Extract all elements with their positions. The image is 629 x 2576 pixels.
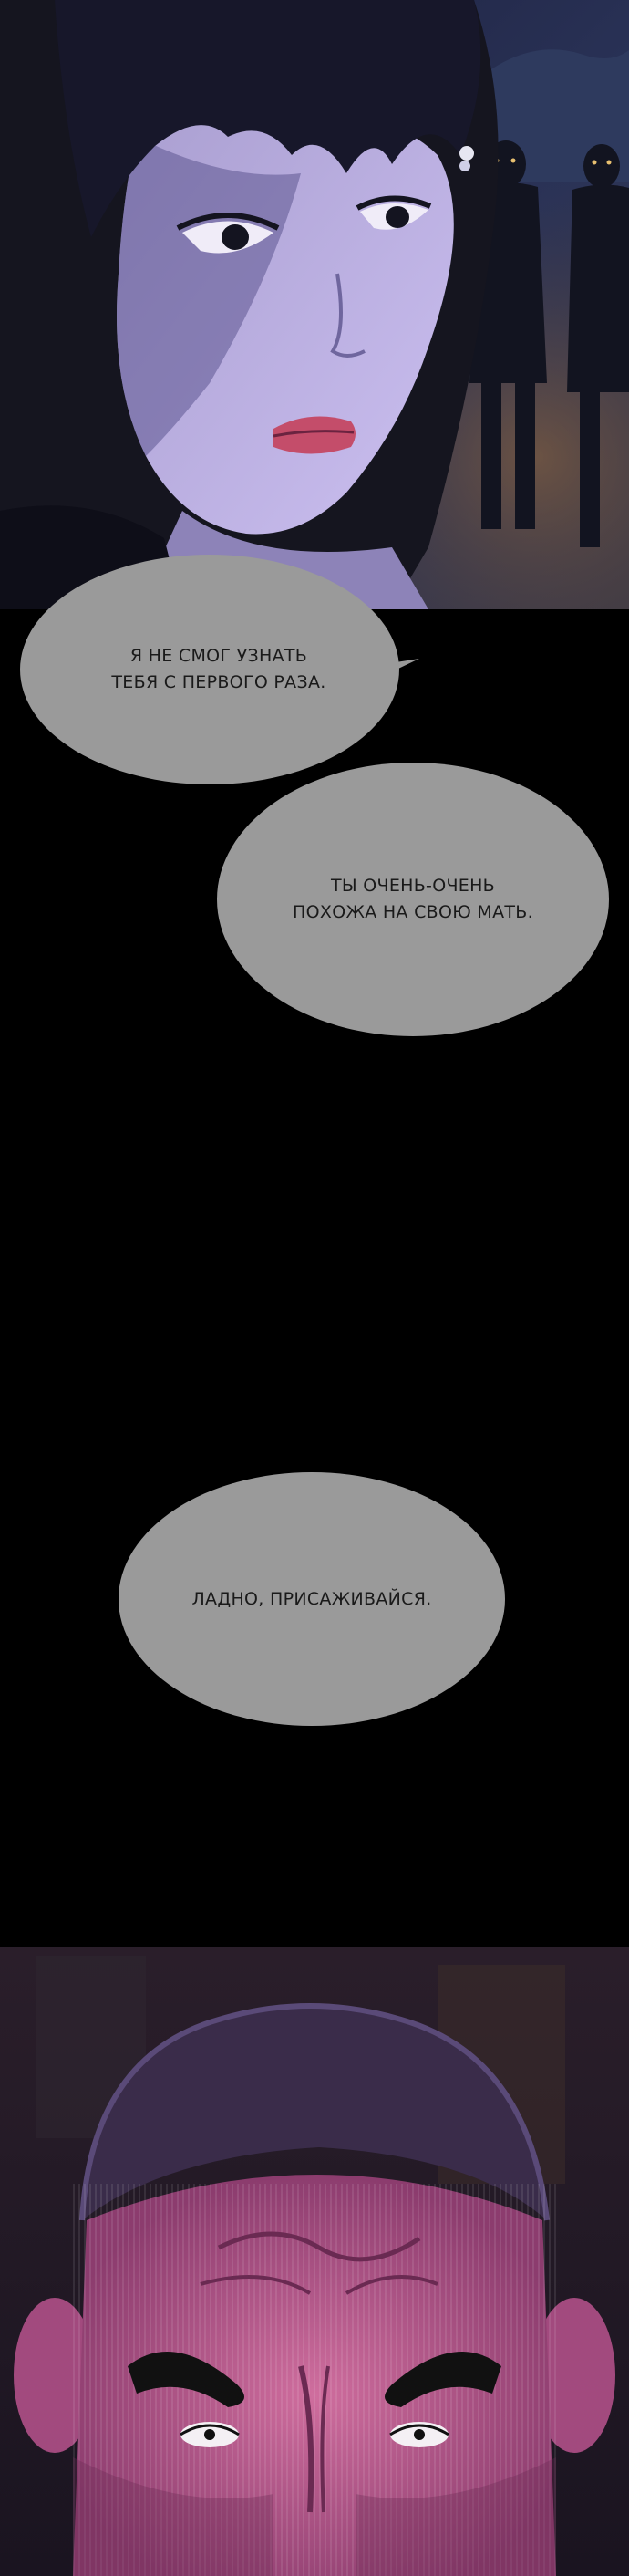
speech-bubble-1: Я НЕ СМОГ УЗНАТЬ ТЕБЯ С ПЕРВОГО РАЗА. [18, 551, 419, 788]
bubble-shape [119, 1472, 505, 1726]
woman-face-illustration [0, 0, 629, 609]
speech-bubble-3: ЛАДНО, ПРИСАЖИВАЙСЯ. [117, 1470, 507, 1728]
speech-bubble-2: ТЫ ОЧЕНЬ-ОЧЕНЬ ПОХОЖА НА СВОЮ МАТЬ. [215, 761, 611, 1038]
bubble-shape [20, 555, 419, 784]
bubble-text-3: ЛАДНО, ПРИСАЖИВАЙСЯ. [191, 1588, 432, 1609]
bubble-text-2: ТЫ ОЧЕНЬ-ОЧЕНЬ ПОХОЖА НА СВОЮ МАТЬ. [293, 876, 533, 922]
bubble-shape [217, 763, 609, 1036]
woman-night-panel [0, 0, 629, 609]
bubble-text-1: Я НЕ СМОГ УЗНАТЬ ТЕБЯ С ПЕРВОГО РАЗА. [111, 646, 326, 692]
angry-man-panel [0, 1947, 629, 2576]
man-face-illustration [0, 1947, 629, 2576]
